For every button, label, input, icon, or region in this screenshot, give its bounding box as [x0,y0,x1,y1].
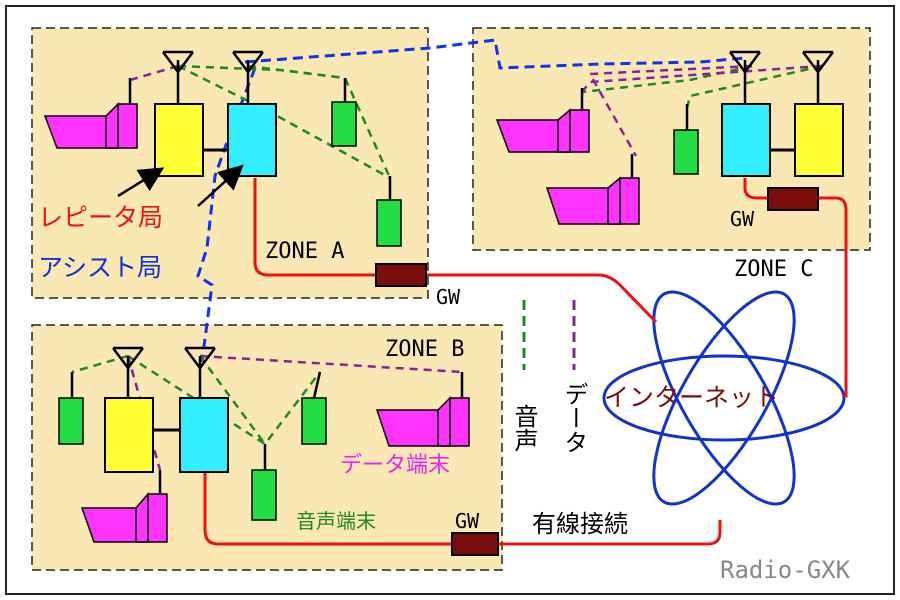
wire-gw-c-to-internet [818,196,848,398]
antenna-icon [232,50,264,104]
antenna-icon [802,50,834,104]
gateway-c-label: GW [730,207,755,231]
antenna-icon [184,346,216,398]
wired-connections [203,178,848,546]
zone-b-equipment [58,346,499,556]
antenna-icon [162,50,194,104]
zone-c-label: ZONE C [734,257,813,282]
wired-label: 有線接続 [532,510,628,538]
assist-link-a-c [244,38,746,70]
voice-terminal-icon [251,444,277,521]
gateway-b [451,532,499,556]
gateway-b-label: GW [455,509,480,533]
repeater-station-b [104,397,154,473]
zone-a-label: ZONE A [265,239,344,264]
repeater-label: レピータ局 [38,203,163,232]
zone-c-equipment [495,50,844,225]
voice-terminal-label: 音声端末 [296,509,376,533]
wire-a-station-to-gw [253,178,376,277]
internet-label: インターネット [604,383,779,412]
assist-station-c [721,103,771,177]
internet-orbit-1 [602,354,846,442]
repeater-station-c [794,103,844,177]
internet-orbit-3 [652,290,796,506]
zone-a-equipment [43,50,427,287]
gateway-a [375,263,427,287]
data-terminal-icon [375,372,470,447]
data-terminal-icon [80,470,168,543]
assist-station-b [179,397,229,473]
antenna-icon [112,346,144,398]
antenna-icon [729,50,761,104]
gateway-a-label: GW [436,285,461,309]
internet-symbol [602,290,846,506]
assist-label: アシスト局 [38,253,162,282]
credit-label: Radio-GXK [720,556,851,584]
legend-voice-label: 音声 [510,404,538,452]
voice-terminal-icon [673,104,699,175]
wire-gw-a-to-internet [426,273,658,324]
wire-c-station-to-gw [743,178,768,200]
assist-station-a [227,103,277,177]
wire-b-station-to-gw [203,472,452,546]
data-terminal-icon [495,88,590,153]
voice-terminal-icon [376,176,402,247]
data-terminal-icon [545,154,640,225]
voice-terminal-icon [58,372,84,445]
repeater-station-a [154,103,204,177]
zone-b-label: ZONE B [385,337,464,362]
voice-terminal-icon [331,78,357,147]
gateway-c [767,187,819,211]
legend-data-label: データ [560,382,588,454]
data-terminal-icon [43,78,138,149]
internet-orbit-2 [652,290,796,506]
voice-terminal-icon [301,371,327,445]
wire-gw-b-to-internet [498,520,722,546]
data-terminal-label: データ端末 [340,453,450,478]
